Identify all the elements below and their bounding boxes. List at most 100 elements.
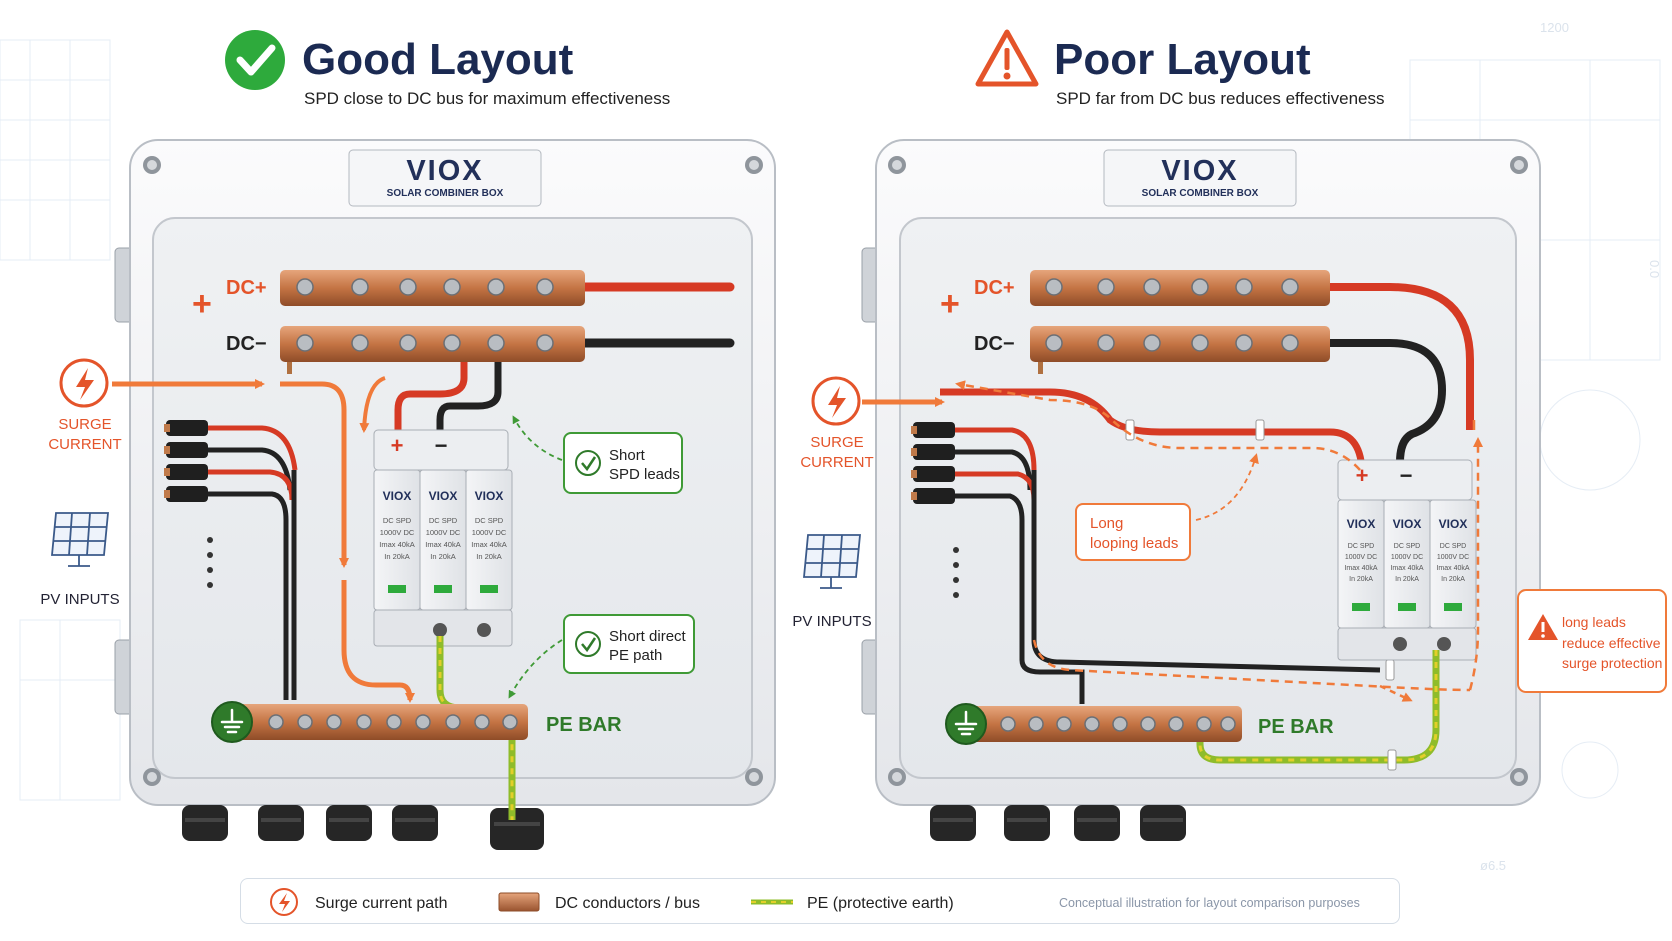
poor-subtitle: SPD far from DC bus reduces effectivenes… [1056,89,1385,108]
earth-ground-icon [211,701,253,743]
good-spd-module-brand: VIOX [475,489,504,503]
poor-title: Poor Layout [1054,35,1311,84]
spd-spec: 1000V DC [1437,554,1469,561]
poor-pv-label: PV INPUTS [792,613,871,630]
good-pv-indicator: PV INPUTS [40,512,120,608]
poor-callout-1-line-1: Long [1090,515,1123,532]
poor-header: Poor Layout SPD far from DC bus reduces … [975,29,1385,108]
good-dc-plus-label: DC+ [226,277,267,299]
good-subtitle: SPD close to DC bus for maximum effectiv… [304,89,670,108]
legend: Surge current path DC conductors / bus P… [240,878,1400,924]
earth-ground-icon [945,703,987,745]
screw-icon [888,156,906,174]
cable-gland [1140,805,1186,841]
poor-dc-minus-label: DC− [974,333,1015,355]
spd-spec: Imax 40kA [1390,565,1423,572]
dc-minus-bus [280,326,585,362]
spd-spec: In 20kA [1395,576,1419,583]
spd-spec: DC SPD [1348,543,1374,550]
poor-surge-label-1: SURGE [810,434,863,451]
warning-triangle-icon [1528,614,1558,640]
poor-spd-module-brand: VIOX [1439,517,1468,531]
good-title: Good Layout [302,35,574,84]
poor-brand: VIOX [1161,155,1238,187]
bg-mark-0: 0.0 [1647,260,1662,278]
spd-spec: Imax 40kA [1436,565,1469,572]
good-surge-path [112,376,415,703]
dc-plus-bus [280,270,585,306]
spd-spec: DC SPD [1394,543,1420,550]
warning-triangle-icon [975,29,1039,87]
spd-spec: 1000V DC [380,528,415,537]
poor-callout-2-line-1: long leads [1562,614,1626,630]
bg-mark-diameter: ø6.5 [1480,858,1506,873]
legend-surge-label: Surge current path [315,895,448,912]
good-brand: VIOX [406,155,483,187]
cable-gland [392,805,438,841]
cable-gland [490,808,544,850]
good-callout-short-pe: Short direct PE path [508,614,695,699]
screw-icon [1510,768,1528,786]
solar-panel-icon [51,512,109,567]
good-surge-label-1: SURGE [58,416,111,433]
good-callout-2-line-1: Short direct [609,628,687,645]
poor-spd: + − VIOX VIOX VIOX DC SPD 1000V DC Imax … [1337,459,1477,661]
good-spd-leads [394,362,502,432]
spd-spec: Imax 40kA [471,540,506,549]
cable-gland [182,805,228,841]
spd-spec: In 20kA [384,552,409,561]
good-dc-bus: + DC+ DC− [192,270,735,374]
screw-icon [143,768,161,786]
spd-spec: DC SPD [475,516,504,525]
poor-callout-2-line-2: reduce effective [1562,635,1661,651]
screw-icon [888,768,906,786]
poor-spd-module-brand: VIOX [1393,517,1422,531]
poor-pe-wire [1196,650,1440,771]
spd-spec: 1000V DC [1391,554,1423,561]
cable-gland [258,805,304,841]
poor-callout-1-line-2: looping leads [1090,535,1178,552]
spd-spec: 1000V DC [426,528,461,537]
poor-pe-label: PE BAR [1258,716,1334,738]
spd-spec: Imax 40kA [379,540,414,549]
poor-dc-plus-label: DC+ [974,277,1015,299]
legend-note: Conceptual illustration for layout compa… [1059,896,1360,910]
spd-spec: 1000V DC [472,528,507,537]
spd-spec: DC SPD [429,516,458,525]
good-brand-sub: SOLAR COMBINER BOX [387,188,504,199]
poor-dc-bus: + DC+ DC− [940,270,1474,463]
cable-gland [326,805,372,841]
legend-dc-label: DC conductors / bus [555,895,700,912]
spd-spec: In 20kA [1349,576,1373,583]
good-pv-wires [164,420,298,700]
cable-gland [930,805,976,841]
good-spd-module-brand: VIOX [429,489,458,503]
check-circle-icon [225,30,285,90]
spd-spec: Imax 40kA [425,540,460,549]
good-callout-1-line-1: Short [609,447,646,464]
poor-callout-long-leads: Long looping leads [1075,453,1259,561]
good-surge-indicator: SURGE CURRENT [48,358,122,453]
spd-spec: Imax 40kA [1344,565,1377,572]
legend-pe-label: PE (protective earth) [807,895,954,912]
lightning-icon [270,888,298,916]
poor-surge-label-2: CURRENT [800,454,873,471]
spd-spec: 1000V DC [1345,554,1377,561]
good-spd: + − VIOX VIOX VIOX DC SPD 1000V DC Imax … [373,429,513,647]
bg-mark-1200: 1200 [1540,20,1569,35]
good-pe-bar: PE BAR [211,701,622,743]
cable-gland [1004,805,1050,841]
poor-plus-sign: + [940,285,960,323]
poor-surge-path [862,380,1483,702]
good-callout-2-line-2: PE path [609,647,662,664]
screw-icon [143,156,161,174]
spd-spec: DC SPD [1440,543,1466,550]
screw-icon [745,768,763,786]
cable-gland [1074,805,1120,841]
screw-icon [745,156,763,174]
legend-canvas: Surge current path DC conductors / bus P… [270,888,1360,916]
poor-callout-reduce: long leads reduce effective surge protec… [1517,589,1667,693]
poor-spd-minus: − [1400,463,1413,488]
good-spd-module-brand: VIOX [383,489,412,503]
